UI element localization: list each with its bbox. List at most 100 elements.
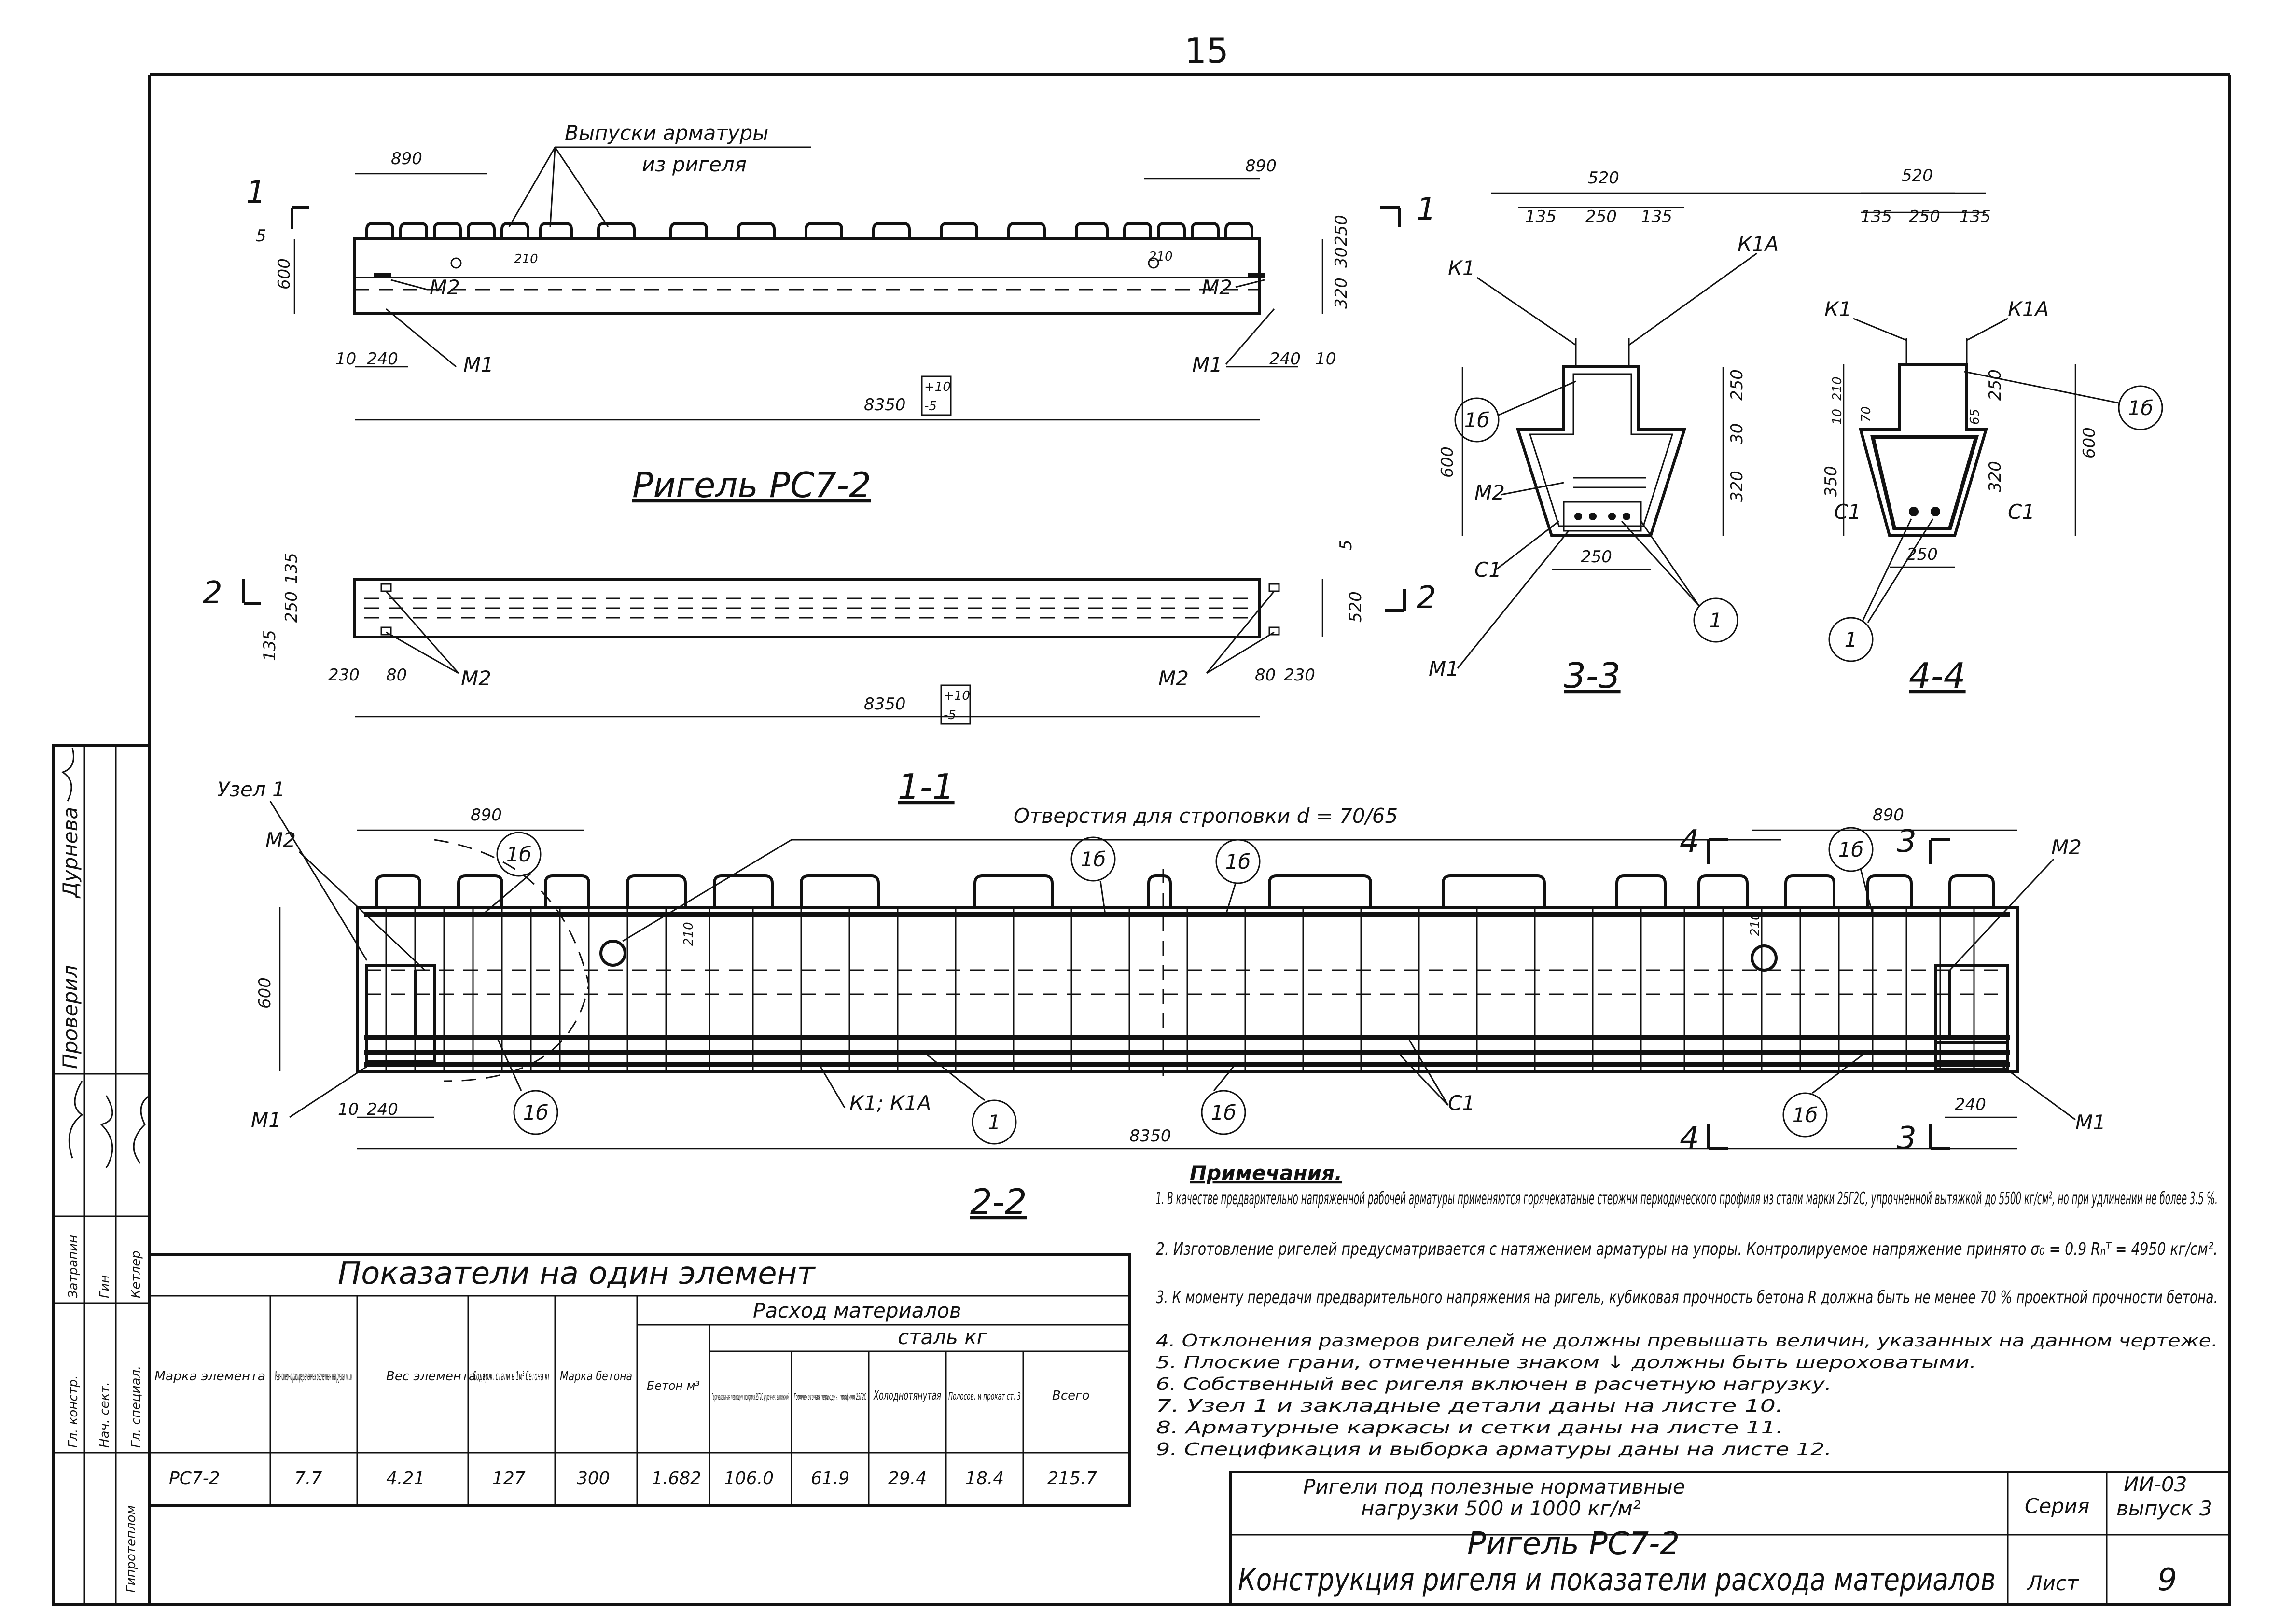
notes-block: Примечания. 1. В качестве предварительно…	[1156, 1161, 2218, 1459]
dim-33-250-bottom: 250	[1581, 547, 1612, 567]
dim-11-10: 10	[338, 1100, 359, 1119]
dim-11-240-left: 240	[367, 1100, 398, 1119]
label-m2-left: М2	[430, 276, 460, 299]
stamp-role-2: Нач. сект.	[97, 1382, 112, 1448]
dim-11-600: 600	[255, 977, 275, 1009]
tb-series-label: Серия	[2025, 1494, 2089, 1518]
note-7: 7. Узел 1 и закладные детали даны на лис…	[1156, 1396, 1783, 1416]
label-44-c1-right: С1	[2008, 500, 2035, 524]
balloon-11-1b-d: 1б	[1838, 838, 1864, 861]
label-44-k1: К1	[1824, 297, 1852, 321]
stamp-role-1: Гл. констр.	[66, 1375, 81, 1448]
cell-total: 215.7	[1047, 1469, 1097, 1488]
stamp-name-4: Дурнева	[58, 807, 82, 899]
cut-2-left: 2	[203, 575, 222, 611]
dim-44-10: 10	[1830, 409, 1845, 425]
label-33-k1a: К1А	[1738, 232, 1779, 256]
dim-plan-8350: 8350	[864, 694, 906, 714]
label-44-k1a: К1А	[2008, 297, 2049, 321]
stamp-role-4: Проверил	[58, 965, 82, 1069]
dim-11-210-left: 210	[681, 922, 696, 946]
balloon-11-1b-f: 1б	[1211, 1101, 1237, 1124]
dim-11-210-right: 210	[1748, 912, 1763, 936]
dim-plan-250: 250	[282, 591, 301, 623]
label-33-m1: М1	[1429, 657, 1459, 680]
note-8: 8. Арматурные каркасы и сетки даны на ли…	[1156, 1418, 1783, 1438]
stamp-name-1: Затрапин	[66, 1235, 81, 1298]
label-33-c1: С1	[1474, 558, 1501, 582]
dim-plan-230-right: 230	[1284, 666, 1315, 685]
dim-11-240-right: 240	[1955, 1095, 1986, 1114]
dim-elev-8350: 8350	[864, 395, 906, 415]
col-concrete-grade: Марка бетона	[560, 1369, 632, 1384]
dim-plan-5: 5	[1336, 540, 1356, 550]
dim-elev-240-left: 240	[367, 349, 398, 369]
cell-mark: РС7-2	[169, 1469, 220, 1488]
dim-44-250-bottom: 250	[1906, 545, 1938, 564]
col-load: Равномерно распределенная расчетная нагр…	[275, 1369, 352, 1384]
table-title: Показатели на один элемент	[338, 1256, 816, 1291]
label-11-m2-right: М2	[2051, 835, 2082, 859]
tb-subject-line2: нагрузки 500 и 1000 кг/м²	[1361, 1497, 1641, 1520]
col-cold-drawn: Холоднотянутая	[873, 1388, 941, 1403]
balloon-11-1b-e: 1б	[523, 1101, 549, 1124]
label-11-c1: С1	[1448, 1091, 1475, 1115]
stamp-name-3: Кетлер	[129, 1250, 143, 1298]
beam-plan: 8350 520 250 135 135 230 80 80 230 5 +10…	[203, 540, 1436, 725]
dim-33-135-left: 135	[1525, 207, 1557, 226]
section-22-title: 2-2	[970, 1181, 1027, 1222]
dim-elev-10-left: 10	[335, 349, 356, 369]
note-6: 6. Собственный вес ригеля включен в расч…	[1156, 1374, 1832, 1394]
beam-elevation: 890 890 8350 600 250 30 320 10 240 240 1…	[246, 121, 1436, 421]
cell-load: 7.7	[294, 1469, 322, 1488]
label-m1-right: М1	[1192, 353, 1223, 376]
stamp-role-3: Гл. специал.	[129, 1366, 143, 1448]
section-33-title: 3-3	[1564, 655, 1621, 696]
notes-title: Примечания.	[1190, 1161, 1342, 1185]
col-mark: Марка элемента	[154, 1369, 265, 1384]
tb-sheet-value: 9	[2157, 1562, 2177, 1598]
label-11-k1-k1a: К1; К1А	[849, 1091, 931, 1115]
tb-drawing-title: Ригель РС7-2	[1467, 1526, 1680, 1562]
dim-44-135-right: 135	[1960, 207, 1991, 226]
tol-elev-minus: -5	[924, 399, 937, 414]
dim-plan-520: 520	[1346, 591, 1365, 623]
approval-stamp: Гипротеплом Гл. констр. Нач. сект. Гл. с…	[52, 744, 151, 1606]
dim-44-600: 600	[2080, 427, 2099, 458]
note-1: 1. В качестве предварительно напряженной…	[1156, 1189, 2218, 1208]
stamp-name-2: Гин	[97, 1275, 112, 1298]
section-3-3: 520 135 250 135 250 600 250 30 320 К1 К1…	[1429, 168, 1955, 696]
section-44-title: 4-4	[1909, 655, 1966, 696]
dim-44-250-right: 250	[1986, 369, 2005, 401]
col-hot-rolled: Горячекатаная периодич. профиля 25Г2С	[794, 1392, 866, 1402]
balloon-33-1: 1	[1710, 609, 1723, 632]
cut-1-left: 1	[246, 175, 266, 210]
cell-concrete: 1.682	[652, 1469, 701, 1488]
cell-concrete-grade: 300	[577, 1469, 610, 1488]
dim-elev-210-left: 210	[514, 252, 538, 266]
dim-33-600: 600	[1438, 446, 1457, 478]
balloon-11-1b-g: 1б	[1793, 1103, 1818, 1127]
note-3: 3. К моменту передачи предварительного н…	[1156, 1288, 2218, 1307]
dim-44-135-left: 135	[1861, 207, 1892, 226]
dim-elev-320: 320	[1332, 278, 1351, 309]
balloon-11-1b-a: 1б	[506, 843, 532, 866]
label-m2-right: М2	[1202, 276, 1232, 299]
tb-issue: выпуск 3	[2116, 1497, 2212, 1520]
label-11-m1-right: М1	[2075, 1110, 2106, 1134]
title-block: Ригели под полезные нормативные нагрузки…	[1229, 1471, 2231, 1606]
cut-2-right: 2	[1417, 580, 1436, 616]
cut-4-bottom: 4	[1680, 1121, 1699, 1156]
note-9: 9. Спецификация и выборка арматуры даны …	[1156, 1440, 1832, 1459]
dim-plan-135-bottom: 135	[260, 630, 279, 661]
dim-elev-10-right: 10	[1315, 349, 1336, 369]
cell-cold-drawn: 29.4	[888, 1469, 927, 1488]
dim-33-520: 520	[1588, 168, 1619, 188]
dim-11-890-right: 890	[1873, 805, 1904, 825]
rebar-outlets-line2: из ригеля	[642, 153, 747, 176]
dim-elev-890-left: 890	[391, 149, 422, 168]
section-4-4: 520 135 250 135 250 210 10 350 70 65 250…	[1821, 166, 2163, 696]
col-hot-rolled-drawn: Горячекатаная периодич. профиля 25Г2С уп…	[712, 1392, 789, 1402]
label-33-k1: К1	[1448, 256, 1475, 280]
